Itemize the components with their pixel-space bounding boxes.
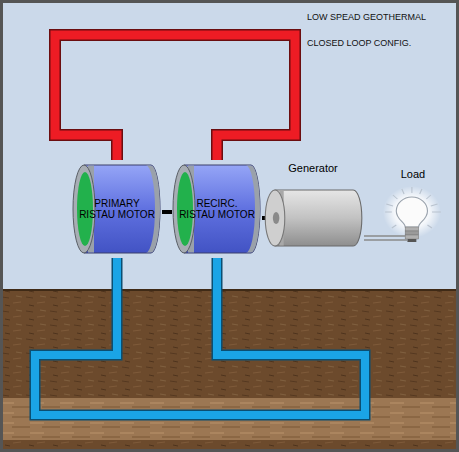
load-bulb: Load: [374, 168, 452, 258]
drive-shaft: [162, 212, 172, 213]
recirc-motor: RECIRC. RISTAU MOTOR: [172, 160, 262, 258]
light-bulb: [374, 168, 452, 258]
generator-cylinder: [262, 162, 364, 250]
generator: Generator: [262, 162, 364, 250]
node-text: PRIMARY RISTAU MOTOR: [78, 198, 157, 221]
diagram-title: LOW SPEAD GEOTHERMAL: [307, 12, 426, 22]
power-wire: [364, 236, 374, 240]
node-text: Load: [374, 168, 452, 181]
primary-motor: PRIMARY RISTAU MOTOR: [72, 160, 162, 258]
cold-pipe: [35, 258, 365, 415]
note-label: CLOSED LOOP CONFIG.: [307, 38, 411, 48]
node-text: Generator: [262, 162, 364, 175]
node-text: RECIRC. RISTAU MOTOR: [178, 198, 257, 221]
hot-pipe: [55, 35, 295, 160]
